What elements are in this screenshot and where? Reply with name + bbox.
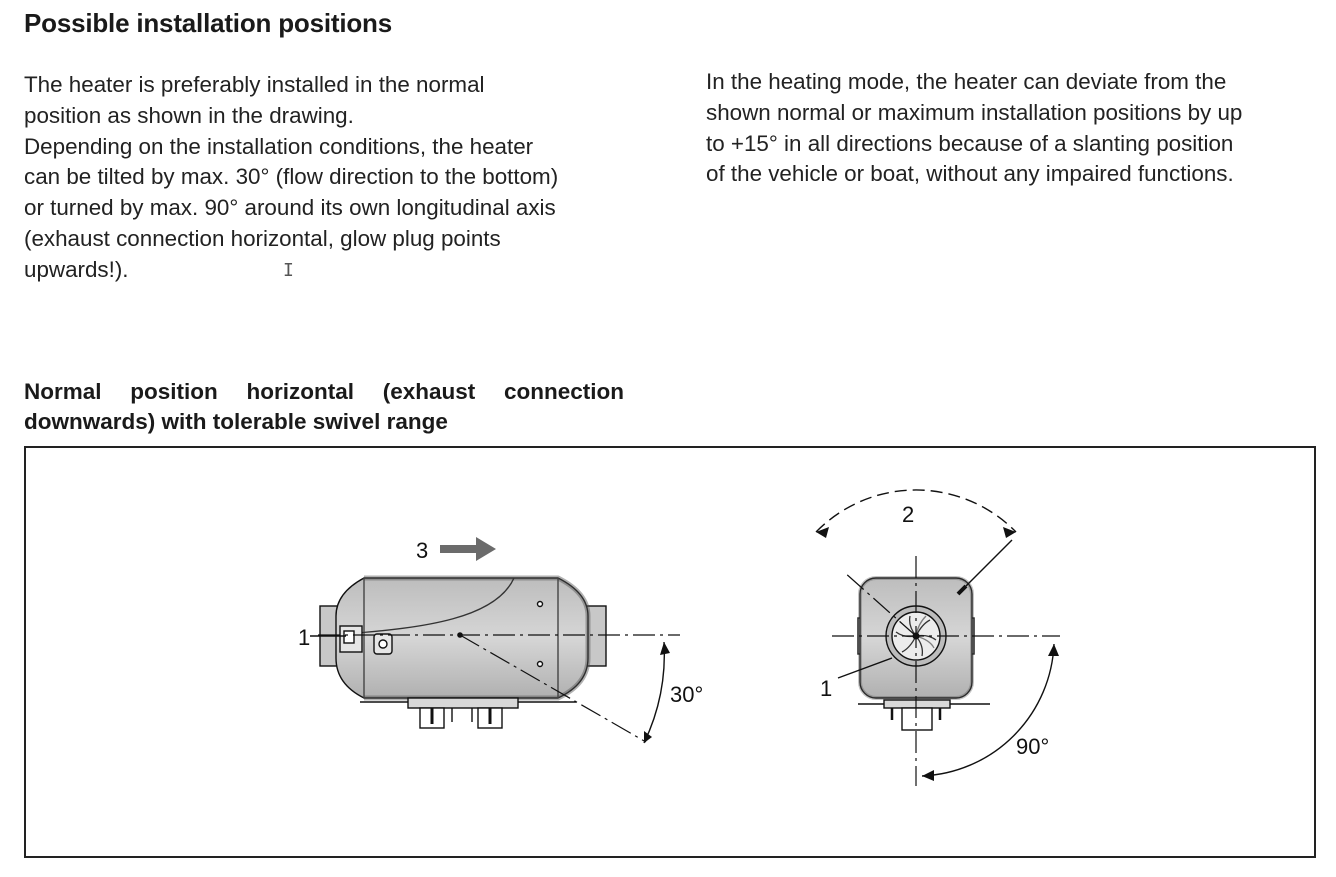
- heater-side-view: [310, 537, 680, 744]
- end-exhaust-pipe: [901, 707, 933, 731]
- tilt-angle-arc: [643, 641, 666, 744]
- page-title: Possible installation positions: [24, 8, 392, 38]
- installation-text-left: The heater is preferably installed in th…: [24, 72, 559, 282]
- end-label-2: 2: [902, 502, 914, 527]
- rotation-angle-label: 90°: [1016, 734, 1049, 759]
- glow-plug-marker: [956, 584, 968, 596]
- tilt-axis: [459, 634, 647, 743]
- mounting-plate: [407, 697, 519, 709]
- installation-figure: 1 3 30°: [24, 446, 1316, 858]
- tilt-angle-label: 30°: [670, 682, 703, 707]
- heater-end-view: [815, 489, 1060, 786]
- figure-heading: Normal position horizontal (exhaust conn…: [24, 379, 624, 434]
- side-label-3: 3: [416, 538, 428, 563]
- rotation-angle-arc: [921, 643, 1055, 777]
- flow-arrow-icon: [440, 537, 496, 561]
- installation-text-right: In the heating mode, the heater can devi…: [706, 69, 1243, 187]
- installation-diagram: 1 3 30°: [298, 489, 1060, 786]
- deviation-range-arc: [815, 489, 1017, 533]
- side-label-1: 1: [298, 625, 310, 650]
- text-cursor-icon: I: [283, 260, 294, 281]
- end-label-1: 1: [820, 676, 832, 701]
